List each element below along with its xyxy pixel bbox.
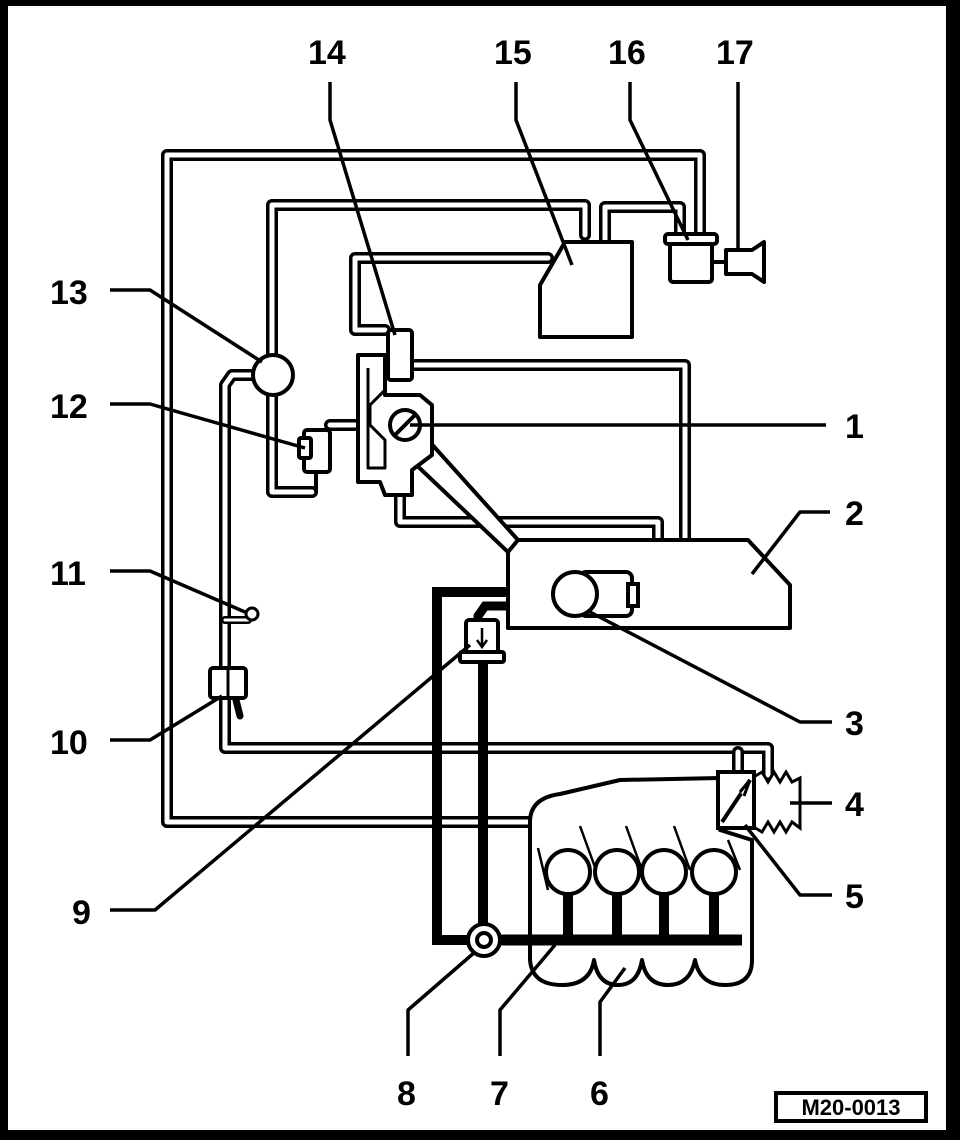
- component-3-pressure-regulator: [551, 570, 640, 618]
- manifold-runner-lines: [536, 825, 742, 891]
- leader-12: [110, 402, 306, 450]
- callout-8: 8: [397, 1075, 416, 1113]
- callout-14: 14: [308, 34, 346, 72]
- component-14-valve: [386, 328, 414, 382]
- runner-1: [544, 848, 592, 896]
- callout-3: 3: [845, 705, 864, 743]
- intake-manifold: [528, 776, 754, 987]
- callout-1: 1: [845, 408, 864, 446]
- callout-17: 17: [716, 34, 754, 72]
- leader-7: [498, 943, 557, 1056]
- hose-throttle-lower: [394, 484, 664, 546]
- component-10-valve: [208, 666, 248, 700]
- leader-13: [110, 288, 263, 364]
- callout-12: 12: [50, 388, 88, 426]
- leader-16: [628, 82, 690, 241]
- hose-13-12: [219, 369, 266, 696]
- manifold-runners: [544, 848, 738, 896]
- leader-11: [110, 569, 246, 614]
- reference-code-box: M20-0013: [774, 1091, 928, 1123]
- callout-2: 2: [845, 495, 864, 533]
- component-5-valve: [716, 770, 756, 830]
- component-12-valve: [297, 428, 332, 492]
- fuel-rail-over: [498, 895, 742, 946]
- charcoal-canister: [538, 240, 634, 339]
- leader-9: [110, 643, 472, 912]
- leader-10: [110, 694, 223, 742]
- callout-11: 11: [50, 555, 86, 593]
- component-11-fitting: [244, 606, 260, 622]
- component-8-fitting: [466, 922, 502, 958]
- throttle-body: [356, 353, 434, 497]
- callout-9: 9: [72, 894, 91, 932]
- hose-10-5: [219, 694, 774, 781]
- component-16-valve: [663, 232, 728, 284]
- component-17-filter: [724, 240, 766, 284]
- callout-13: 13: [50, 274, 88, 312]
- hose-network: [161, 149, 774, 828]
- component-13-check-valve: [251, 353, 295, 397]
- runner-2: [593, 848, 641, 896]
- callout-7: 7: [490, 1075, 509, 1113]
- leader-3: [589, 610, 832, 724]
- runner-4: [690, 848, 738, 896]
- callout-15: 15: [494, 34, 532, 72]
- leader-14: [328, 82, 397, 336]
- leader-2: [750, 510, 830, 576]
- air-intake-bellows: [750, 769, 802, 835]
- diagram-frame: 1 2 3 4 5 6 7 8 9 10 11 12 13 14 15 16 1…: [8, 6, 946, 1130]
- leader-5: [743, 823, 832, 897]
- callout-10: 10: [50, 724, 88, 762]
- component-9-damper: [458, 618, 506, 664]
- hose-throttle-loop: [404, 359, 691, 546]
- air-cleaner-housing: [506, 538, 792, 630]
- callout-16: 16: [608, 34, 646, 72]
- callout-labels: 1 2 3 4 5 6 7 8 9 10 11 12 13 14 15 16 1…: [50, 34, 864, 1113]
- reference-code: M20-0013: [801, 1095, 900, 1120]
- schematic-drawing: 1 2 3 4 5 6 7 8 9 10 11 12 13 14 15 16 1…: [50, 34, 928, 1123]
- callout-6: 6: [590, 1075, 609, 1113]
- leader-6: [598, 966, 627, 1056]
- runner-3: [640, 848, 688, 896]
- callout-5: 5: [845, 878, 864, 916]
- leader-8: [406, 950, 477, 1056]
- fuel-supply-line: [432, 587, 558, 945]
- callout-4: 4: [845, 786, 864, 824]
- leader-lines: [110, 82, 832, 1056]
- leader-15: [514, 82, 574, 266]
